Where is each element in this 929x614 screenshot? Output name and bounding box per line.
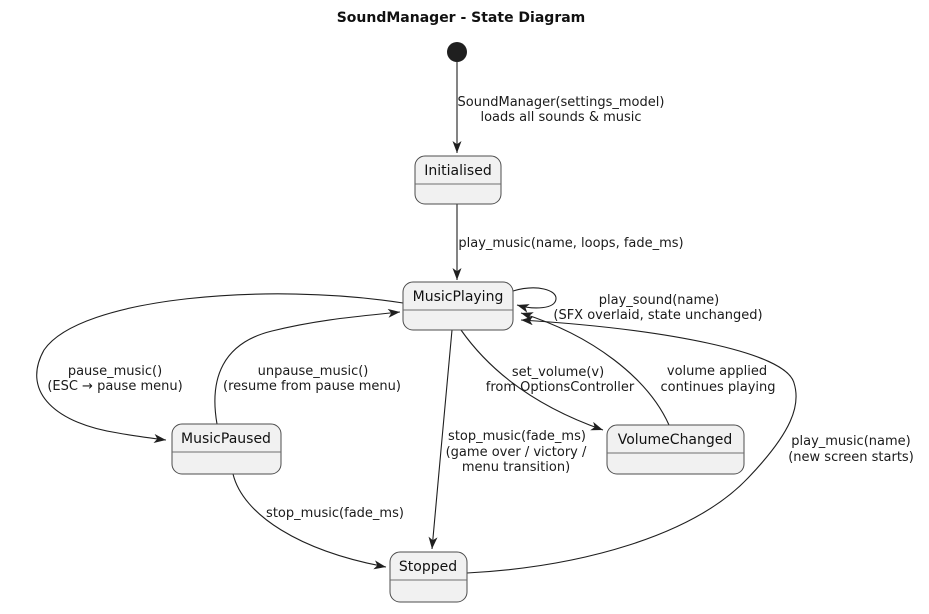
- transition-label-line: continues playing: [660, 380, 775, 395]
- initial-state-dot: [447, 42, 467, 62]
- state-box: [414, 155, 502, 205]
- state-name: VolumeChanged: [618, 432, 733, 448]
- state-initial: [447, 42, 467, 62]
- transition-label-line: unpause_music(): [258, 364, 369, 379]
- transition-path: [466, 316, 797, 574]
- transition-label-line: stop_music(fade_ms): [448, 429, 586, 444]
- transition-label-line: play_music(name, loops, fade_ms): [458, 236, 683, 251]
- transition-label-line: menu transition): [462, 460, 570, 475]
- transition-label-line: stop_music(fade_ms): [266, 506, 404, 521]
- state-musicplaying: MusicPlaying: [402, 281, 514, 331]
- state-name: Initialised: [424, 163, 491, 179]
- transition-initialised-to-musicplaying: play_music(name, loops, fade_ms): [452, 204, 684, 280]
- transition-label-line: play_sound(name): [599, 293, 720, 308]
- state-initialised: Initialised: [414, 155, 502, 205]
- transition-path: [512, 287, 557, 313]
- transition-path: [428, 329, 453, 550]
- transition-path: [232, 473, 387, 570]
- transition-stopped-to-musicplaying: play_music(name) (new screen starts): [466, 316, 914, 574]
- transition-musicplaying-to-musicpaused: pause_music() (ESC → pause menu): [36, 293, 404, 443]
- state-box: [171, 423, 282, 475]
- transition-musicpaused-to-musicplaying: unpause_music() (resume from pause menu): [214, 308, 401, 425]
- state-name: MusicPaused: [181, 431, 271, 447]
- transition-volumechanged-to-musicplaying: volume applied continues playing: [520, 312, 776, 426]
- state-name: Stopped: [399, 559, 457, 575]
- transition-label-line: SoundManager(settings_model): [458, 95, 665, 110]
- state-volumechanged: VolumeChanged: [606, 424, 745, 475]
- diagram-title: SoundManager - State Diagram: [337, 10, 586, 26]
- transition-label-line: (new screen starts): [788, 450, 914, 465]
- transition-label-line: set_volume(v): [512, 365, 604, 380]
- transition-label-line: (game over / victory /: [446, 445, 587, 460]
- transition-label-line: pause_music(): [68, 364, 162, 379]
- transition-initial-to-initialised: SoundManager(settings_model) loads all s…: [452, 62, 665, 153]
- transition-musicplaying-to-stopped: stop_music(fade_ms) (game over / victory…: [428, 329, 587, 550]
- state-box: [402, 281, 514, 331]
- transition-musicpaused-to-stopped: stop_music(fade_ms): [232, 473, 404, 570]
- state-musicpaused: MusicPaused: [171, 423, 282, 475]
- state-name: MusicPlaying: [413, 289, 504, 305]
- transition-label-line: play_music(name): [791, 434, 910, 449]
- transition-label-line: (SFX overlaid, state unchanged): [553, 308, 762, 323]
- transition-label-line: (resume from pause menu): [223, 379, 401, 394]
- state-stopped: Stopped: [389, 551, 468, 603]
- transition-musicplaying-self-loop: play_sound(name) (SFX overlaid, state un…: [512, 287, 763, 323]
- transition-path: [214, 308, 401, 425]
- state-box: [606, 424, 745, 475]
- state-box: [389, 551, 468, 603]
- transition-label-line: (ESC → pause menu): [47, 379, 182, 394]
- transition-label-line: from OptionsController: [486, 380, 635, 395]
- transition-path: [36, 293, 404, 443]
- transition-label-line: volume applied: [667, 364, 767, 379]
- transition-musicplaying-to-volumechanged: set_volume(v) from OptionsController: [460, 329, 635, 431]
- transition-label-line: loads all sounds & music: [480, 110, 641, 125]
- transition-path: [460, 329, 604, 431]
